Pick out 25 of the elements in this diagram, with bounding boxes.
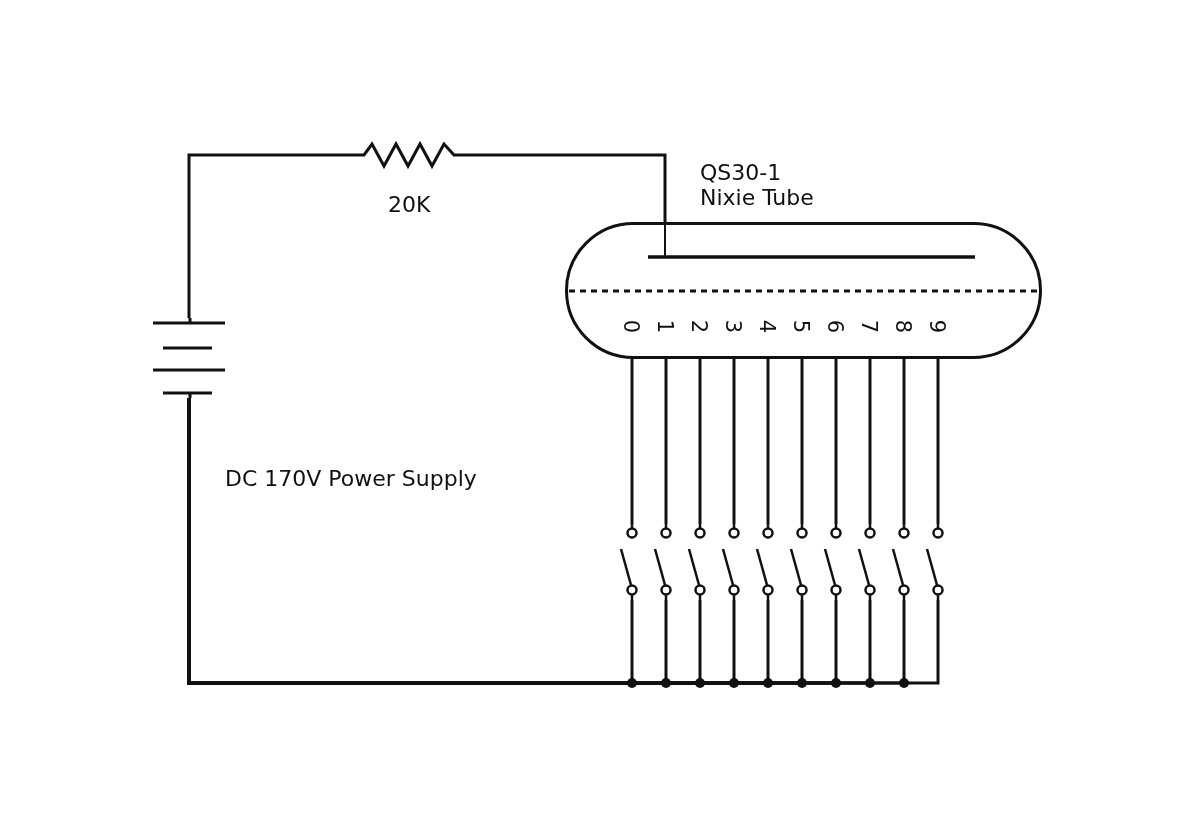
supply-label: DC 170V Power Supply <box>225 466 477 492</box>
cathode-digit: 4 <box>756 319 778 334</box>
wire <box>834 359 838 524</box>
wire <box>902 359 906 524</box>
wire <box>630 359 634 524</box>
cathode-digit: 2 <box>688 319 710 334</box>
tube-label: QS30-1 Nixie Tube <box>700 160 815 211</box>
wire <box>732 359 736 524</box>
wire <box>868 359 872 524</box>
wire <box>766 359 770 524</box>
wire <box>936 359 940 524</box>
cathode-digit: 8 <box>892 319 914 334</box>
cathode-digit: 0 <box>620 319 642 334</box>
cathode-digit: 3 <box>722 319 744 334</box>
wire <box>464 153 667 222</box>
wire <box>800 359 804 524</box>
cathode-digit: 6 <box>824 319 846 334</box>
cathode-digit: 7 <box>858 319 880 334</box>
cathode-digit: 9 <box>926 319 948 334</box>
wire <box>698 359 702 524</box>
cathode-digit: 5 <box>790 319 812 334</box>
wire <box>664 359 668 524</box>
cathode-digit: 1 <box>654 319 676 334</box>
wire <box>187 153 358 318</box>
resistance-label: 20K <box>388 192 431 218</box>
